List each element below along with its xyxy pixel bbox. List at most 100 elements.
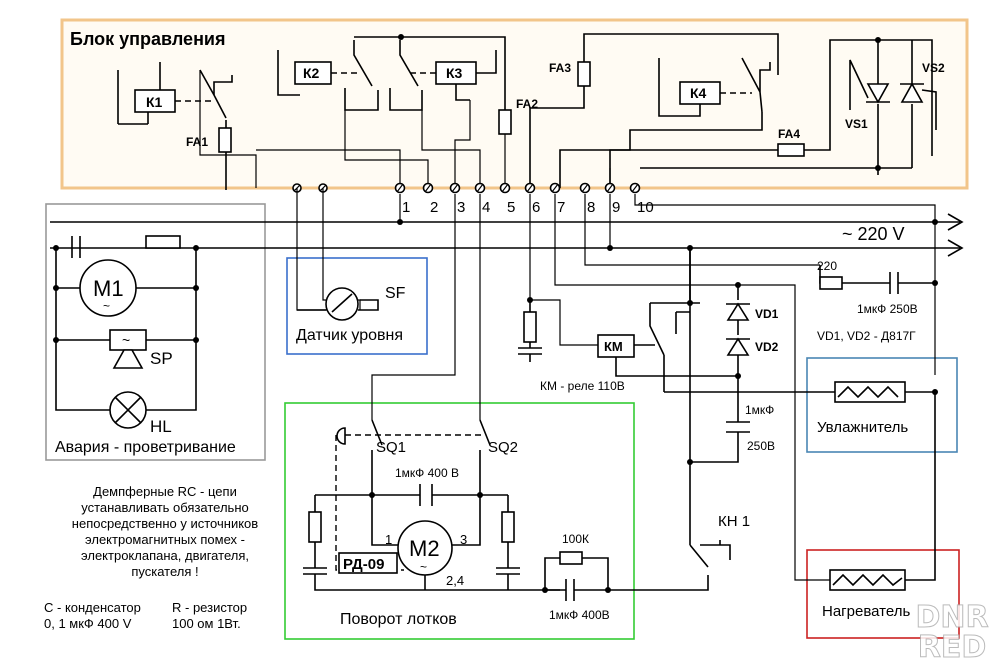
relay-k4-label: К4 [690, 85, 707, 101]
damper-note: Демпферные RC - цепи устанавливать обяза… [40, 484, 290, 580]
vd2-label: VD2 [755, 340, 779, 354]
terminal-slash [581, 183, 589, 193]
supply-bus: ~ 220 V [50, 213, 964, 257]
relay-k4: К4 [559, 57, 771, 188]
heater: Нагреватель [822, 569, 910, 620]
thyristors: VS1 VS2 [640, 37, 945, 175]
watermark-line1: DNR [915, 600, 989, 635]
fuse-fa2-label: FA2 [516, 97, 538, 111]
terminal-number: 9 [612, 199, 620, 216]
terminal-number: 3 [457, 199, 465, 216]
motor-m1-label: M1 [93, 276, 124, 301]
relay-k2: К2 [277, 40, 379, 111]
humidifier: Увлажнитель [817, 381, 938, 581]
motor-m1-sub: ~ [103, 299, 110, 313]
humidifier-frame [806, 357, 958, 453]
pin1-label: 1 [385, 532, 392, 547]
pin24-label: 2,4 [446, 573, 464, 588]
relay-k3-label: К3 [446, 65, 463, 81]
fuse-fa1-label: FA1 [186, 135, 208, 149]
level-caption: Датчик уровня [296, 327, 403, 344]
heater-frame [806, 549, 960, 639]
vs1-label: VS1 [845, 117, 868, 131]
control-block-title: Блок управления [70, 29, 226, 49]
level-sensor-frame [286, 257, 428, 355]
heater-caption: Нагреватель [822, 603, 910, 620]
fuse-fa4-label: FA4 [778, 127, 800, 141]
capacitor-note-line2: 0, 1 мкФ 400 V [44, 616, 132, 631]
vd1-label: VD1 [755, 307, 779, 321]
terminal-slash [396, 183, 404, 193]
relay-km-note: КМ - реле 110В [540, 379, 625, 393]
alarm-block-frame [45, 203, 266, 461]
turn-capacitor-label: 1мкФ 400 В [395, 466, 459, 480]
sq2-label: SQ2 [488, 439, 518, 456]
damper-line: устанавливать обязательно [81, 500, 249, 515]
watermark-line2: RED [917, 630, 987, 665]
fuse-fa3-label: FA3 [549, 61, 571, 75]
sq1-label: SQ1 [376, 439, 406, 456]
rc-branch: 220 1мкФ 250В [817, 259, 938, 316]
supply-label: ~ 220 V [842, 224, 905, 244]
terminal-slash [551, 183, 559, 193]
relay-k1-label: К1 [146, 94, 163, 110]
damper-line: пускателя ! [131, 564, 199, 579]
relay-k3: К3 [354, 34, 506, 120]
motor-model: РД-09 [343, 556, 384, 573]
diodes: VD1 VD2 VD1, VD2 - Д817Г [726, 282, 916, 376]
terminal-slash [451, 183, 459, 193]
relay-km-label: КМ [604, 339, 623, 354]
damper-line: непосредственно у источников [71, 516, 259, 531]
turn-resistor-label: 100К [562, 532, 589, 546]
cap-km-voltage: 250В [747, 439, 775, 453]
button-label: КН 1 [718, 513, 750, 530]
button-kh1: КН 1 [609, 248, 750, 591]
motor-m2-sub: ~ [420, 560, 427, 574]
buzzer-sp-label: SP [150, 349, 173, 368]
terminal-slash [631, 183, 639, 193]
terminal-number: 8 [587, 199, 595, 216]
resistor-note: R - резистор 100 ом 1Вт. [172, 600, 247, 632]
alarm-caption: Авария - проветривание [55, 439, 236, 456]
vs2-label: VS2 [922, 61, 945, 75]
lamp-hl-label: HL [150, 417, 172, 436]
damper-line: электроклапана, двигателя, [81, 548, 249, 563]
turn-capacitor2-label: 1мкФ 400В [549, 608, 610, 622]
rc-capacitor-label: 1мкФ 250В [857, 302, 918, 316]
resistor-note-line1: R - резистор [172, 600, 248, 615]
capacitor-note: С - конденсатор 0, 1 мкФ 400 V [44, 600, 141, 632]
buzzer-glyph: ~ [122, 332, 130, 348]
humidifier-caption: Увлажнитель [817, 419, 908, 436]
relay-k1: К1 [117, 62, 233, 190]
watermark-logo: DNR RED [908, 600, 996, 665]
capacitor-note-line1: С - конденсатор [44, 600, 141, 615]
resistor-note-line2: 100 ом 1Вт. [172, 616, 241, 631]
terminal-slash [606, 183, 614, 193]
relay-k2-label: К2 [303, 65, 320, 81]
control-block-frame [60, 18, 969, 190]
terminal-slash [501, 183, 509, 193]
motor-m2-label: M2 [409, 536, 440, 561]
terminal-number: 7 [557, 199, 565, 216]
fuse-fa3: FA3 [529, 33, 779, 188]
terminal-number: 5 [507, 199, 515, 216]
damper-line: Демпферные RC - цепи [93, 484, 237, 499]
terminal-slash [526, 183, 534, 193]
pin3-label: 3 [460, 532, 467, 547]
terminal-number: 1 [402, 199, 410, 216]
terminal-number: 6 [532, 199, 540, 216]
level-sensor: SF Датчик уровня [296, 285, 406, 344]
terminal-slash [424, 183, 432, 193]
level-switch-label: SF [385, 285, 406, 302]
diodes-note: VD1, VD2 - Д817Г [817, 329, 916, 343]
turn-block: SQ1 SQ2 1мкФ 400 В M2 ~ 1 3 2,4 РД-09 10… [303, 419, 611, 628]
damper-line: электромагнитных помех - [85, 532, 245, 547]
terminal-number: 2 [430, 199, 438, 216]
turn-caption: Поворот лотков [340, 611, 457, 628]
rc-resistor-label: 220 [817, 259, 837, 273]
terminal-number: 4 [482, 199, 490, 216]
turn-block-frame [284, 402, 635, 640]
fuse-fa1: FA1 [186, 127, 232, 153]
